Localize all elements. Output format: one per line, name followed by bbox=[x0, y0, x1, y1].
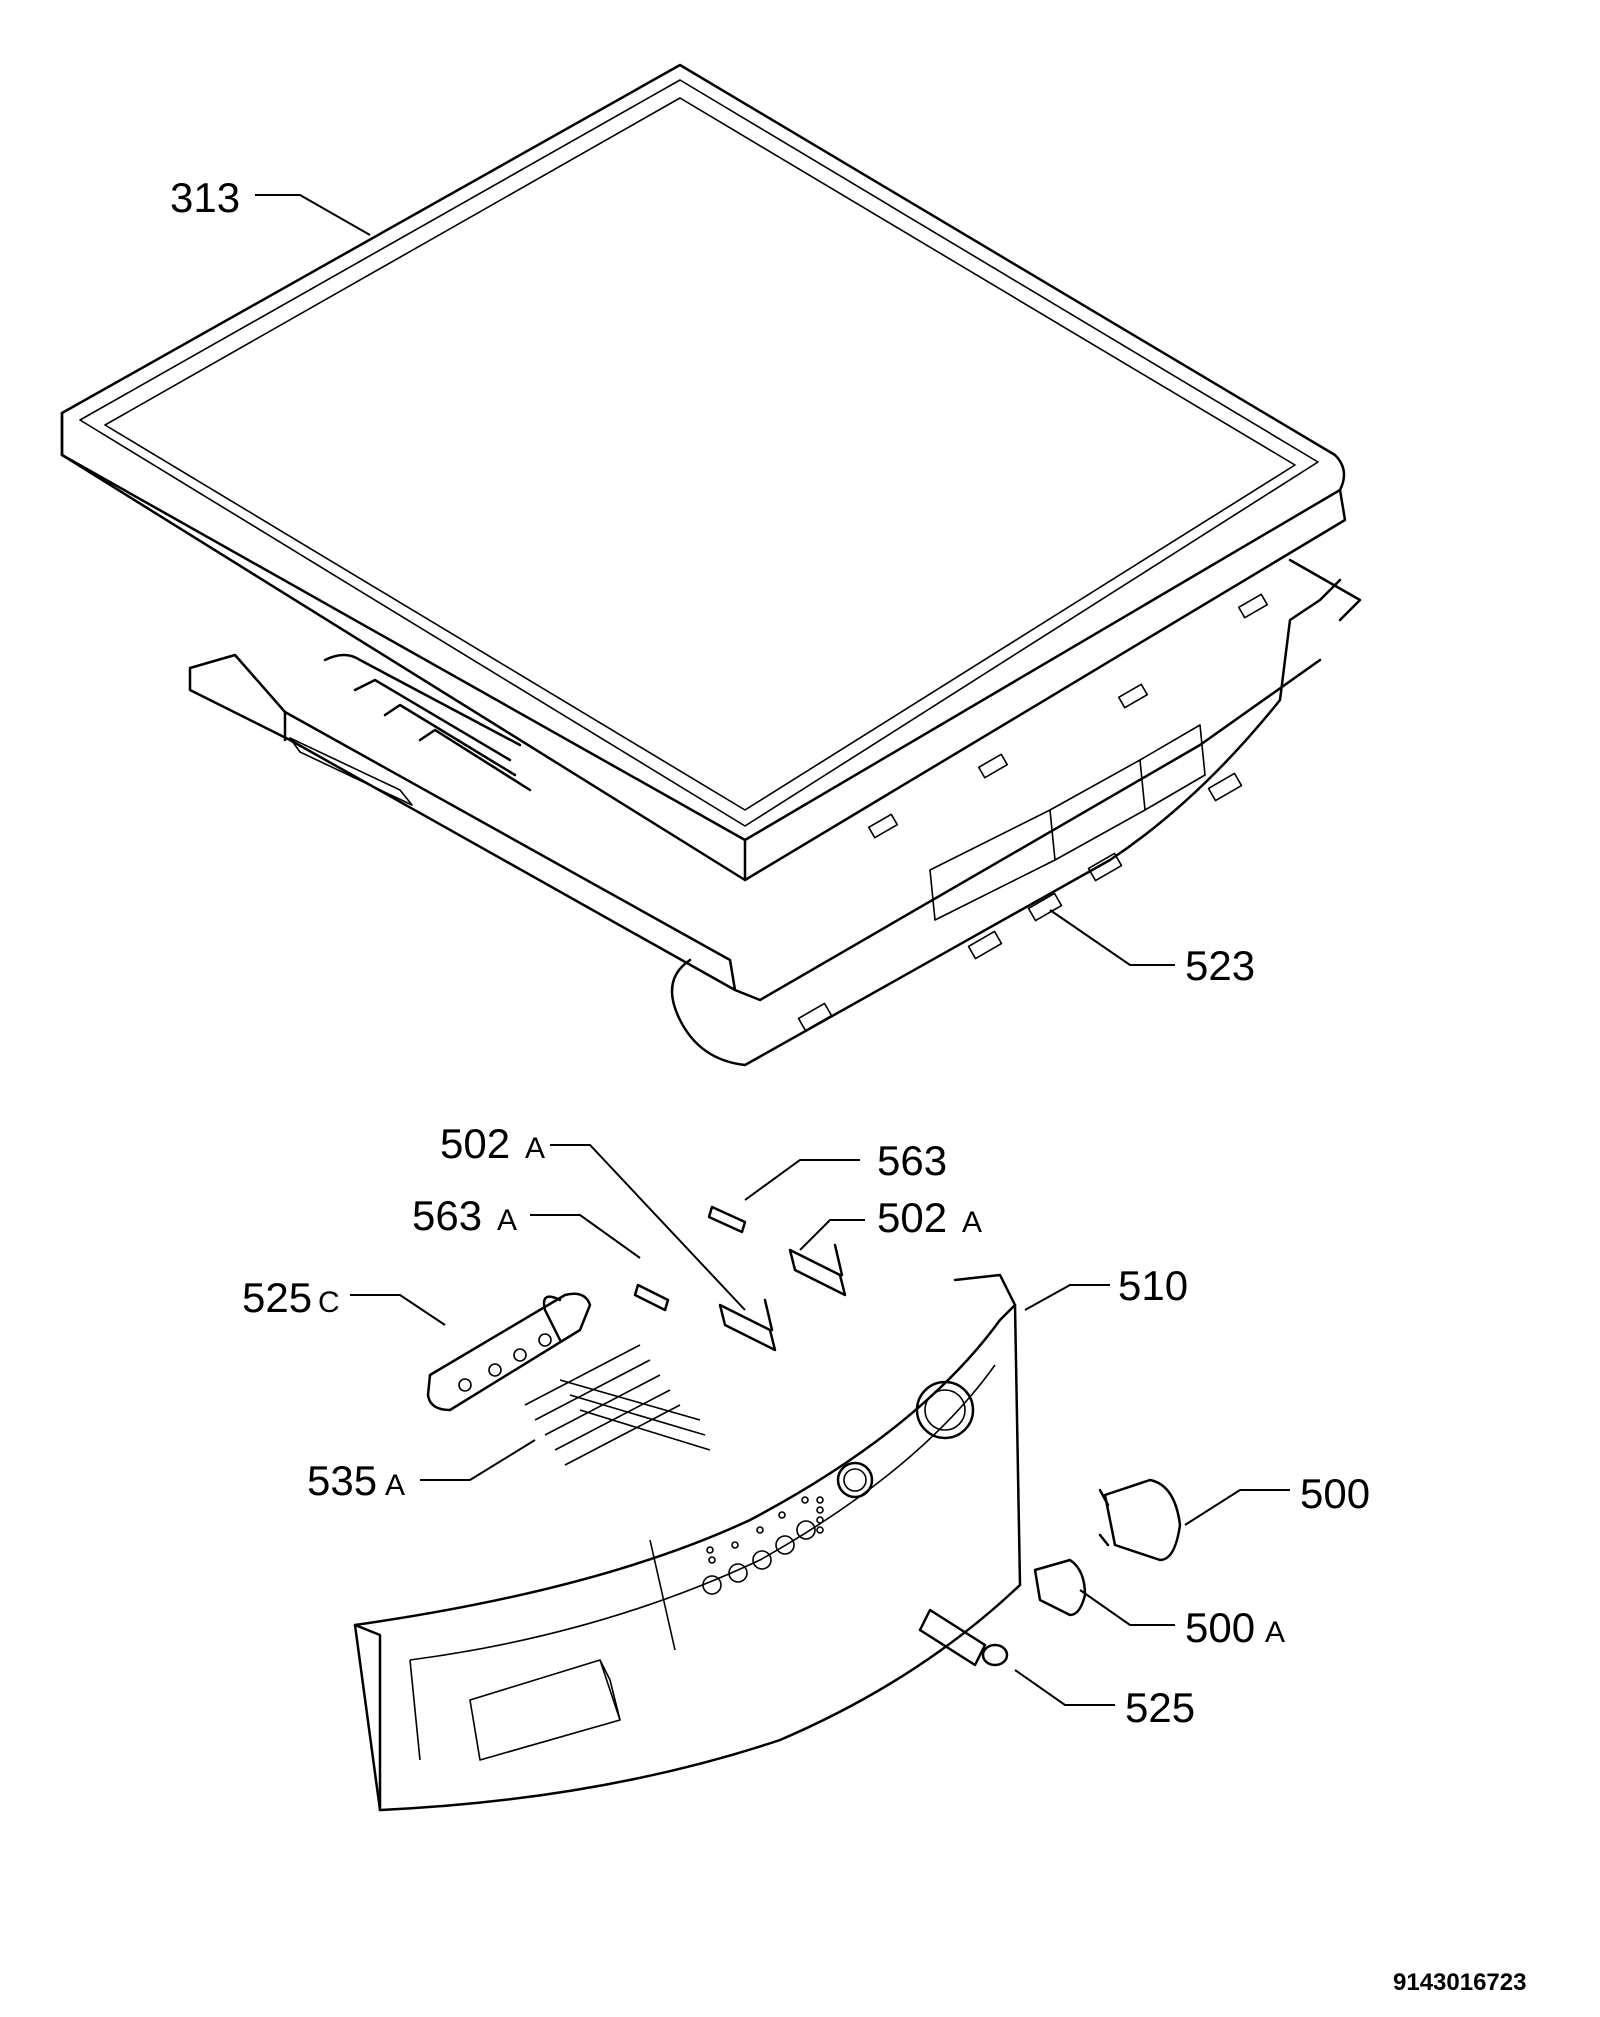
callout-500a-number: 500 bbox=[1185, 1604, 1255, 1651]
leader-525 bbox=[1014, 1669, 1115, 1706]
part-502a-right-holder bbox=[788, 1243, 847, 1297]
callout-500a-suffix: A bbox=[1265, 1616, 1285, 1649]
leader-523 bbox=[1049, 909, 1175, 966]
part-523-top-frame bbox=[188, 558, 1362, 1067]
part-500a-knob-small bbox=[1033, 1558, 1087, 1617]
callout-500: 500 bbox=[1300, 1470, 1370, 1517]
part-563a-pin bbox=[633, 1283, 670, 1312]
callout-525c-number: 525 bbox=[242, 1274, 312, 1321]
leader-500 bbox=[1184, 1489, 1290, 1526]
part-313-top-cover bbox=[60, 63, 1347, 882]
callout-502a-left-number: 502 bbox=[440, 1120, 510, 1167]
callout-563a-suffix: A bbox=[497, 1204, 517, 1237]
leader-502a-right bbox=[799, 1219, 865, 1251]
part-510-control-panel bbox=[353, 1273, 1022, 1812]
callout-563a-number: 563 bbox=[412, 1192, 482, 1239]
leader-563 bbox=[744, 1159, 860, 1201]
leader-525c bbox=[350, 1294, 446, 1326]
leader-535a bbox=[420, 1439, 536, 1481]
leader-502a-left bbox=[550, 1144, 746, 1311]
callout-563: 563 bbox=[877, 1137, 947, 1184]
part-525-button bbox=[918, 1608, 1009, 1667]
callout-510: 510 bbox=[1118, 1262, 1188, 1309]
callout-502a-left-suffix: A bbox=[525, 1132, 545, 1165]
leader-510 bbox=[1024, 1284, 1110, 1311]
part-500-knob bbox=[1098, 1478, 1182, 1562]
part-563-pin bbox=[707, 1205, 747, 1234]
part-525c-switch-bracket bbox=[426, 1292, 592, 1412]
part-535a-light-pipes bbox=[524, 1344, 711, 1466]
callout-525c-suffix: C bbox=[318, 1286, 340, 1319]
leader-563a bbox=[530, 1214, 641, 1259]
leader-313 bbox=[255, 194, 371, 236]
callout-313: 313 bbox=[170, 174, 240, 221]
callout-535a-suffix: A bbox=[385, 1469, 405, 1502]
part-502a-left-holder bbox=[718, 1298, 777, 1352]
callout-523: 523 bbox=[1185, 942, 1255, 989]
callout-502a-right-suffix: A bbox=[962, 1206, 982, 1239]
document-number: 9143016723 bbox=[1393, 1969, 1526, 1996]
leader-500a bbox=[1079, 1589, 1175, 1626]
callout-535a-number: 535 bbox=[307, 1457, 377, 1504]
callout-502a-right-number: 502 bbox=[877, 1194, 947, 1241]
callout-525: 525 bbox=[1125, 1684, 1195, 1731]
